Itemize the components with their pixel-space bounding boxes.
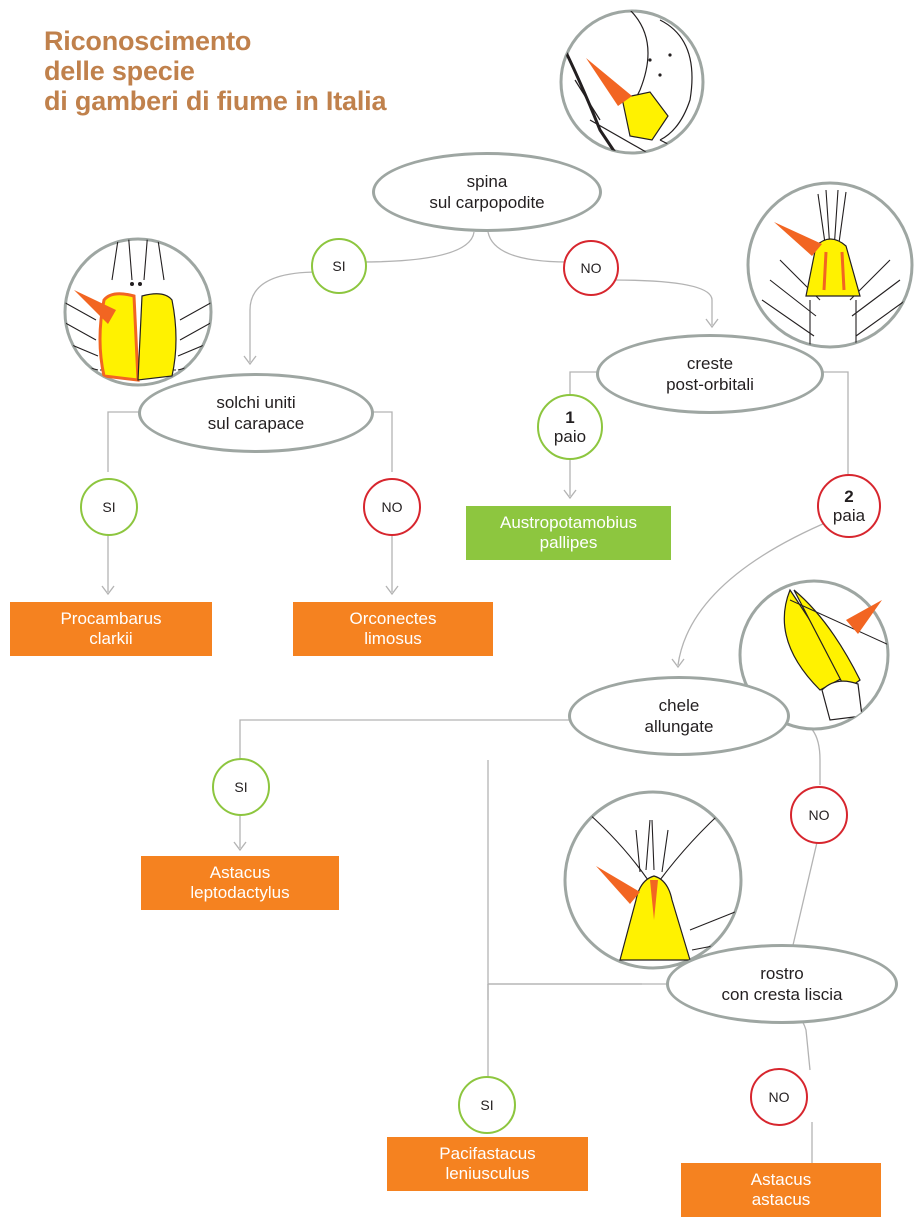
badge-chele-no-label: NO xyxy=(808,806,830,823)
badge-rostro-yes-label: SI xyxy=(480,1096,494,1113)
post-orbital-crests-icon xyxy=(746,181,914,349)
species-austropotamobius-line1: Austropotamobius xyxy=(499,513,638,532)
node-smooth-rostrum: rostro con cresta liscia xyxy=(666,944,898,1024)
badge-carpopodite-yes: SI xyxy=(311,238,367,294)
badge-creste-two-number: 2 xyxy=(844,486,854,506)
species-austropotamobius-pallipes: Austropotamobius pallipes xyxy=(466,506,671,560)
species-pacifastacus-line2: leniusculus xyxy=(445,1164,530,1183)
badge-carpopodite-yes-label: SI xyxy=(332,257,346,274)
node-carpopodite-line1: spina xyxy=(466,172,508,191)
species-orconectes-limosus: Orconectes limosus xyxy=(293,602,493,656)
title-line-3: di gamberi di fiume in Italia xyxy=(44,86,387,116)
species-orconectes-line2: limosus xyxy=(364,629,422,648)
node-creste-line1: creste xyxy=(686,354,734,373)
title-line-2: delle specie xyxy=(44,56,195,86)
badge-rostro-no-label: NO xyxy=(768,1088,790,1105)
carapace-grooves-icon xyxy=(63,237,213,387)
elongated-claw-icon xyxy=(738,579,890,731)
connector-lines xyxy=(101,231,849,1080)
species-astacus-astacus-line2: astacus xyxy=(751,1190,811,1209)
node-elongated-claws: chele allungate xyxy=(568,676,790,756)
node-rostro-line2: con cresta liscia xyxy=(721,985,843,1004)
node-chele-line2: allungate xyxy=(644,717,714,736)
species-pacifastacus-leniusculus: Pacifastacus leniusculus xyxy=(387,1137,588,1191)
badge-chele-no: NO xyxy=(790,786,848,844)
species-astacus-lepto-line1: Astacus xyxy=(209,863,271,882)
badge-rostro-yes: SI xyxy=(458,1076,516,1134)
node-post-orbital-crests: creste post-orbitali xyxy=(596,334,824,414)
badge-creste-two-word: paia xyxy=(832,505,866,525)
badge-rostro-no: NO xyxy=(750,1068,808,1126)
badge-creste-two-pairs: 2 paia xyxy=(817,474,881,538)
carpopodite-spine-icon xyxy=(559,9,705,155)
node-carapace-grooves: solchi uniti sul carapace xyxy=(138,373,374,453)
page-title: Riconoscimento delle specie di gamberi d… xyxy=(44,26,386,116)
species-procambarus-line2: clarkii xyxy=(89,629,133,648)
node-chele-line1: chele xyxy=(658,696,700,715)
species-procambarus-line1: Procambarus xyxy=(60,609,162,628)
species-astacus-astacus: Astacus astacus xyxy=(681,1163,881,1217)
node-solchi-line1: solchi uniti xyxy=(216,393,296,412)
badge-creste-one-word: paio xyxy=(553,426,587,446)
node-solchi-line2: sul carapace xyxy=(207,414,305,433)
species-astacus-astacus-line1: Astacus xyxy=(750,1170,812,1189)
node-creste-line2: post-orbitali xyxy=(666,375,754,394)
species-astacus-leptodactylus: Astacus leptodactylus xyxy=(141,856,339,910)
badge-chele-yes: SI xyxy=(212,758,270,816)
badge-carpopodite-no: NO xyxy=(563,240,619,296)
node-carpopodite-line2: sul carpopodite xyxy=(429,193,545,212)
node-rostro-line1: rostro xyxy=(760,964,804,983)
badge-solchi-no-label: NO xyxy=(381,498,403,515)
title-line-1: Riconoscimento xyxy=(44,26,252,56)
species-pacifastacus-line1: Pacifastacus xyxy=(439,1144,536,1163)
species-procambarus-clarkii: Procambarus clarkii xyxy=(10,602,212,656)
badge-solchi-yes: SI xyxy=(80,478,138,536)
badge-creste-one-pair: 1 paio xyxy=(537,394,603,460)
badge-carpopodite-no-label: NO xyxy=(580,259,602,276)
badge-solchi-yes-label: SI xyxy=(102,498,116,515)
species-orconectes-line1: Orconectes xyxy=(349,609,437,628)
badge-solchi-no: NO xyxy=(363,478,421,536)
node-carpopodite-spine: spina sul carpopodite xyxy=(372,152,602,232)
species-austropotamobius-line2: pallipes xyxy=(539,533,598,552)
badge-chele-yes-label: SI xyxy=(234,778,248,795)
smooth-rostrum-icon xyxy=(563,790,743,970)
species-astacus-lepto-line2: leptodactylus xyxy=(190,883,290,902)
badge-creste-one-number: 1 xyxy=(565,407,575,427)
